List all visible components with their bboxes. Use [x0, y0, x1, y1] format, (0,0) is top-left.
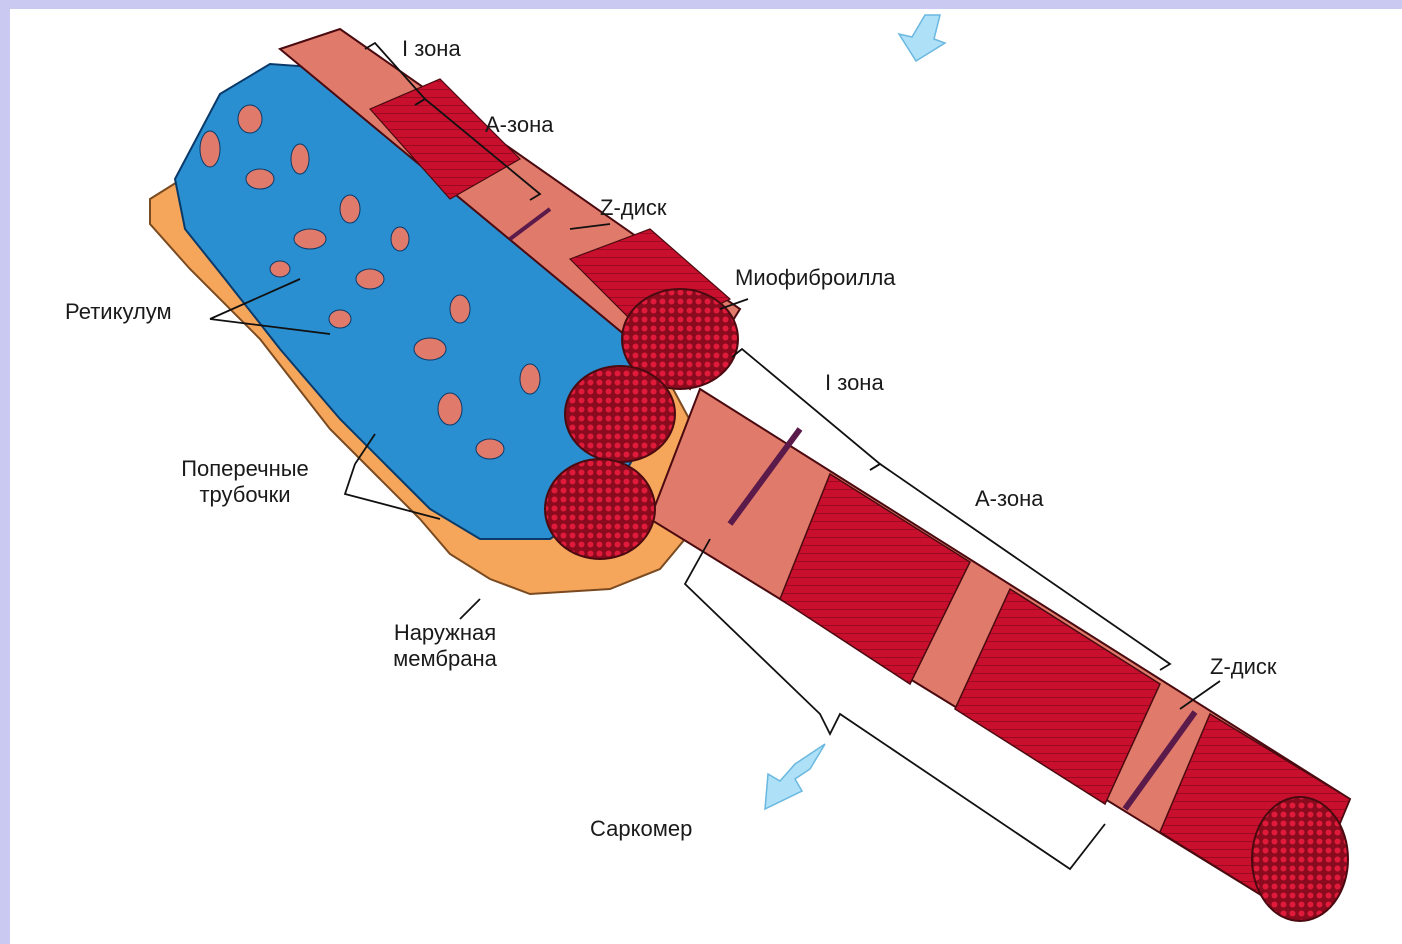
sarcomere-arrow-icon [765, 744, 825, 809]
label-a-zone-top: A-зона [485, 112, 553, 138]
myofibril-end-cap [1252, 797, 1348, 921]
diagram-canvas: I зона A-зона Z-диск Миофиброилла Ретику… [10, 9, 1402, 944]
top-arrow-icon [899, 15, 945, 61]
label-t-tubules-1: Поперечные [160, 456, 330, 482]
label-sarcomere: Саркомер [590, 816, 692, 842]
fibril-end-3 [545, 459, 655, 559]
label-outer-membrane-1: Наружная [370, 620, 520, 646]
label-i-zone-mid: I зона [825, 370, 884, 396]
label-a-zone-mid: A-зона [975, 486, 1043, 512]
label-myofibril: Миофиброилла [735, 265, 896, 291]
label-t-tubules-2: трубочки [160, 482, 330, 508]
label-reticulum: Ретикулум [65, 299, 172, 325]
label-outer-membrane-2: мембрана [370, 646, 520, 672]
fibril-end-2 [565, 366, 675, 462]
label-z-disk-top: Z-диск [600, 195, 667, 221]
label-z-disk-bottom: Z-диск [1210, 654, 1277, 680]
label-i-zone-top: I зона [402, 36, 461, 62]
